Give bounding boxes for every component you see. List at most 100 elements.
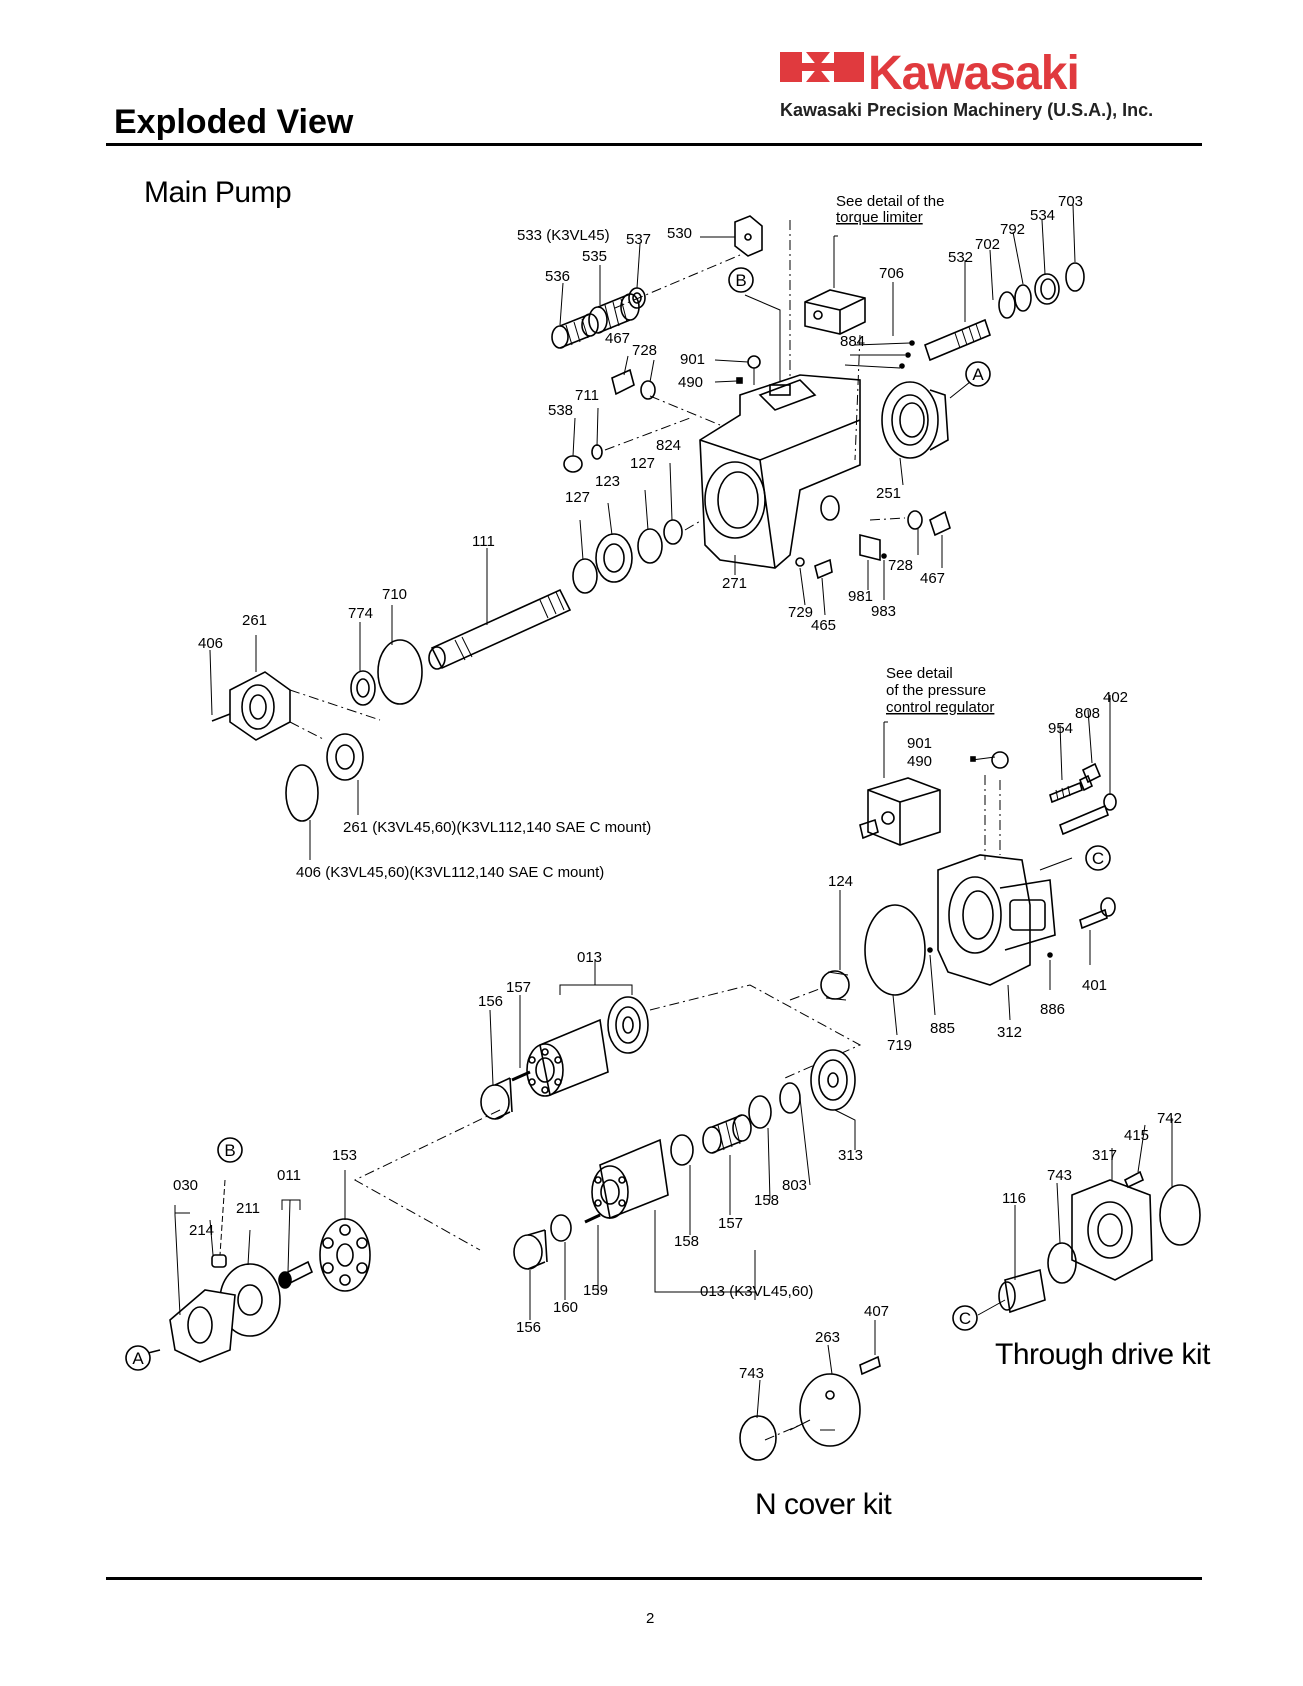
part-label: 407 (864, 1303, 889, 1320)
part-label: 263 (815, 1329, 840, 1346)
part-label: 127 (630, 455, 655, 472)
part-label: 954 (1048, 720, 1073, 737)
company-name: Kawasaki Precision Machinery (U.S.A.), I… (780, 100, 1154, 120)
kawasaki-logo-icon (780, 52, 864, 82)
part-label: 013 (577, 949, 602, 966)
connector-b-top (728, 267, 754, 293)
connector-label: C (1092, 849, 1104, 868)
part-label: 901 (680, 351, 705, 368)
part-label: 532 (948, 249, 973, 266)
part-label: 710 (382, 586, 407, 603)
part-label: 030 (173, 1177, 198, 1194)
part-label: 530 (667, 225, 692, 242)
note-torque-limiter-1: See detail of the (836, 193, 944, 210)
part-label: 728 (888, 557, 913, 574)
part-label: 116 (1002, 1190, 1026, 1207)
part-label: 490 (678, 374, 703, 391)
part-label: 467 (605, 330, 630, 347)
part-label: 251 (876, 485, 901, 502)
part-label: 535 (582, 248, 607, 265)
note-013-k3vl45-60: 013 (K3VL45,60) (700, 1283, 813, 1300)
part-label: 159 (583, 1282, 608, 1299)
part-label: 537 (626, 231, 651, 248)
part-label: 157 (506, 979, 531, 996)
part-label: 401 (1082, 977, 1107, 994)
part-label: 886 (1040, 1001, 1065, 1018)
connector-label: B (735, 271, 746, 290)
note-261: 261 (K3VL45,60)(K3VL112,140 SAE C mount) (343, 819, 651, 836)
section-title-main-pump: Main Pump (144, 176, 292, 209)
part-label: 317 (1092, 1147, 1117, 1164)
note-torque-limiter-2: torque limiter (836, 209, 923, 226)
part-label: 729 (788, 604, 813, 621)
note-pressure-regulator-3: control regulator (886, 699, 994, 716)
part-label: 702 (975, 236, 1000, 253)
connector-label: C (959, 1309, 971, 1328)
part-label: 211 (236, 1200, 260, 1217)
part-label: 406 (198, 635, 223, 652)
note-406: 406 (K3VL45,60)(K3VL112,140 SAE C mount) (296, 864, 604, 881)
part-label: 711 (575, 387, 599, 404)
part-label: 803 (782, 1177, 807, 1194)
part-label: 728 (632, 342, 657, 359)
part-label: 127 (565, 489, 590, 506)
part-label: 153 (332, 1147, 357, 1164)
part-label: 703 (1058, 193, 1083, 210)
part-label: 808 (1075, 705, 1100, 722)
part-label: 011 (277, 1167, 301, 1184)
part-label: 271 (722, 575, 747, 592)
part-label: 415 (1124, 1127, 1149, 1144)
part-label: 312 (997, 1024, 1022, 1041)
part-label: 538 (548, 402, 573, 419)
part-label: 901 (907, 735, 932, 752)
part-label: 402 (1103, 689, 1128, 706)
connector-label: A (972, 365, 984, 384)
page-number: 2 (646, 1610, 655, 1627)
part-label: 490 (907, 753, 932, 770)
connector-label: A (132, 1349, 144, 1368)
part-label: 158 (674, 1233, 699, 1250)
part-label: 157 (718, 1215, 743, 1232)
part-label: 824 (656, 437, 681, 454)
part-label: 774 (348, 605, 373, 622)
footer-rule (106, 1577, 1202, 1580)
part-label: 156 (516, 1319, 541, 1336)
part-label: 124 (828, 873, 853, 890)
part-label: 885 (930, 1020, 955, 1037)
connector-c-bottom (952, 1305, 978, 1331)
part-label: 214 (189, 1222, 214, 1239)
connector-a-bottom (125, 1345, 151, 1371)
part-label: 160 (553, 1299, 578, 1316)
part-label: 743 (739, 1365, 764, 1382)
part-label: 158 (754, 1192, 779, 1209)
section-title-n-cover: N cover kit (755, 1488, 892, 1521)
part-label: 261 (242, 612, 267, 629)
connector-b-bottom (217, 1137, 243, 1163)
brand-name: Kawasaki (868, 47, 1080, 100)
part-label: 111 (472, 533, 495, 550)
part-label: 719 (887, 1037, 912, 1054)
part-label: 467 (920, 570, 945, 587)
part-label: 706 (879, 265, 904, 282)
connector-label: B (224, 1141, 235, 1160)
note-pressure-regulator-1: See detail (886, 665, 953, 682)
part-label: 123 (595, 473, 620, 490)
part-label: 792 (1000, 221, 1025, 238)
page-title: Exploded View (114, 103, 354, 141)
part-label: 534 (1030, 207, 1055, 224)
part-label: 742 (1157, 1110, 1182, 1127)
part-label: 983 (871, 603, 896, 620)
part-label: 981 (848, 588, 873, 605)
part-label: 743 (1047, 1167, 1072, 1184)
connector-c-right (1085, 845, 1111, 871)
header-rule (106, 143, 1202, 146)
part-label: 536 (545, 268, 570, 285)
part-label: 156 (478, 993, 503, 1010)
part-label: 465 (811, 617, 836, 634)
part-label: 884 (840, 333, 865, 350)
part-label: 313 (838, 1147, 863, 1164)
note-533: 533 (K3VL45) (517, 227, 610, 244)
connector-a-top (965, 361, 991, 387)
section-title-through-drive: Through drive kit (995, 1338, 1210, 1371)
